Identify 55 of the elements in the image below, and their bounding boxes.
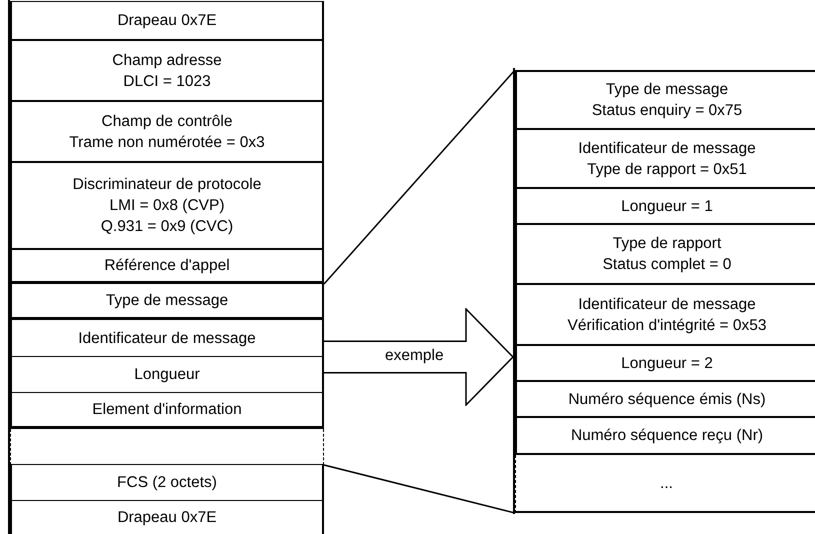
field-cell — [10, 501, 324, 534]
field-value: Q.931 = 0x9 (CVC) — [100, 217, 234, 237]
field-cell — [10, 320, 324, 357]
field-name: Drapeau 0x7E — [117, 508, 217, 528]
field-cell — [515, 130, 815, 189]
field-name: FCS (2 octets) — [117, 473, 217, 493]
frame-stack — [8, 0, 322, 534]
field-name: Discriminateur de protocole — [72, 175, 262, 195]
field-name: Identificateur de message — [78, 328, 256, 348]
field-cell — [515, 382, 815, 418]
field-name: Identificateur de message — [578, 294, 756, 314]
field-name: Type de rapport — [612, 234, 722, 254]
field-value: Trame non numérotée = 0x3 — [69, 132, 265, 152]
field-value: LMI = 0x8 (CVP) — [110, 196, 224, 216]
expansion-line — [323, 70, 516, 284]
field-cell — [10, 101, 324, 162]
field-name: Longueur = 1 — [621, 196, 713, 216]
field-cell — [10, 162, 324, 249]
field-cell — [10, 40, 324, 101]
field-cell — [10, 1, 324, 40]
field-name: Type de message — [106, 291, 228, 311]
expansion-line — [324, 464, 516, 514]
field-name: Longueur — [134, 365, 200, 385]
field-cell — [10, 284, 324, 320]
field-cell — [515, 455, 815, 513]
field-cell — [10, 465, 324, 501]
field-cell — [10, 249, 324, 284]
field-name: Numéro séquence reçu (Nr) — [570, 426, 764, 446]
field-name: ... — [660, 474, 673, 494]
field-name: Type de message — [606, 80, 728, 100]
field-name: Drapeau 0x7E — [117, 11, 217, 31]
field-cell — [515, 418, 815, 455]
field-name: Champ de contrôle — [102, 112, 232, 132]
field-cell — [515, 225, 815, 285]
edge-label: exemple — [385, 346, 444, 366]
field-value: DLCI = 1023 — [123, 72, 211, 92]
field-value: Vérification d'intégrité = 0x53 — [568, 316, 766, 336]
field-cell — [10, 357, 324, 393]
field-name: Référence d'appel — [104, 256, 230, 276]
field-name: Champ adresse — [112, 50, 222, 70]
field-value: Status enquiry = 0x75 — [592, 101, 742, 121]
field-cell — [515, 346, 815, 382]
field-name: Element d'information — [92, 400, 242, 420]
field-cell — [515, 70, 815, 130]
message-stack — [513, 68, 815, 514]
field-cell — [515, 285, 815, 346]
field-name: Longueur = 2 — [621, 354, 713, 374]
field-value: Status complet = 0 — [602, 255, 732, 275]
field-cell — [10, 393, 324, 429]
field-name: Numéro séquence émis (Ns) — [568, 390, 766, 410]
field-name: Identificateur de message — [578, 138, 756, 158]
field-value: Type de rapport = 0x51 — [587, 160, 747, 180]
block-arrow — [322, 308, 514, 406]
field-cell — [515, 189, 815, 225]
gap-cell — [10, 429, 324, 465]
